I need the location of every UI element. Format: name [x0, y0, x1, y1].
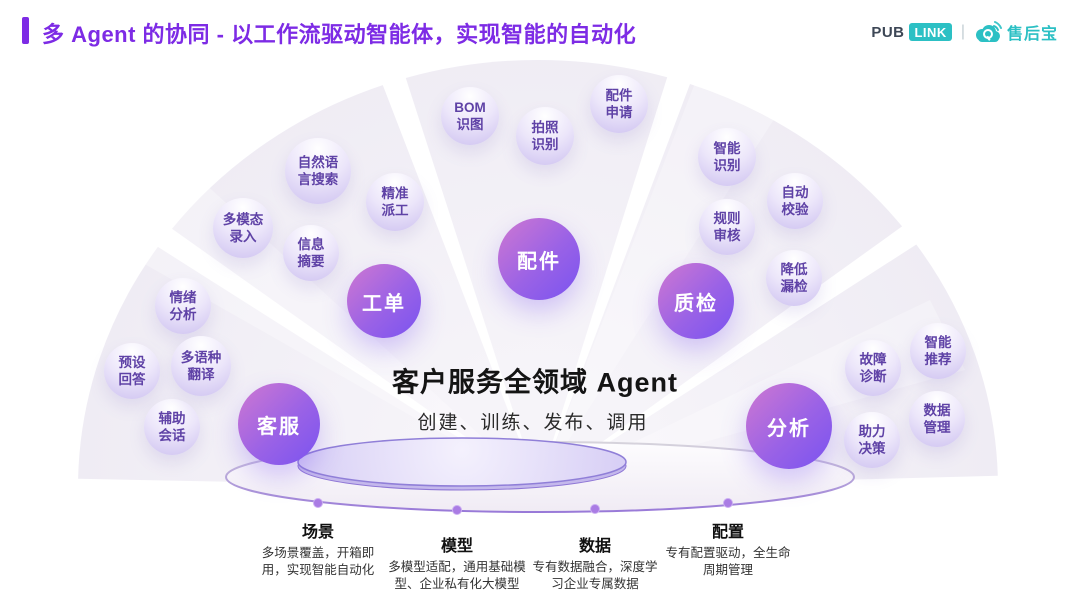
platform-disc-top [297, 437, 627, 487]
capability-bubble-assisted-chat: 辅助 会话 [144, 399, 200, 455]
logo-brand-text: 售后宝 [1006, 26, 1058, 43]
pillar-scene: 场景多场景覆盖，开箱即 用，实现智能自动化 [262, 518, 375, 579]
capability-bubble-nl-search: 自然语 言搜索 [285, 138, 351, 204]
capability-bubble-data-management: 数据 管理 [909, 391, 965, 447]
pillar-title: 配置 [711, 524, 745, 541]
timeline-dot [723, 498, 733, 508]
capability-bubble-smart-recommendation: 智能 推荐 [910, 323, 966, 379]
agent-circle-customer-service: 客服 [238, 383, 320, 465]
agent-circle-analysis: 分析 [746, 383, 832, 469]
pillar-description: 专有数据融合，深度学 习企业专属数据 [532, 560, 658, 590]
header: 多 Agent 的协同 - 以工作流驱动智能体，实现智能的自动化 PUB LIN… [0, 0, 1080, 60]
capability-bubble-photo-recognition: 拍照 识别 [516, 107, 574, 165]
capability-bubble-emotion-analysis: 情绪 分析 [155, 278, 211, 334]
capability-bubble-decision-support: 助力 决策 [844, 412, 900, 468]
agent-circle-work-order: 工单 [347, 264, 421, 338]
agent-circle-parts: 配件 [498, 218, 580, 300]
title-accent-bar [22, 17, 29, 44]
capability-bubble-reduce-missed-detection: 降低 漏检 [766, 250, 822, 306]
pillar-description: 多模型适配，通用基础模 型、企业私有化大模型 [388, 560, 526, 590]
page-title: 多 Agent 的协同 - 以工作流驱动智能体，实现智能的自动化 [42, 22, 637, 47]
capability-bubble-bom-recognition: BOM 识图 [441, 87, 499, 145]
pillar-title: 数据 [578, 538, 612, 555]
capability-bubble-fault-diagnosis: 故障 诊断 [845, 340, 901, 396]
timeline-dots [313, 498, 733, 515]
pillar-data: 数据专有数据融合，深度学 习企业专属数据 [532, 532, 657, 590]
logo-pub-text: PUB [871, 23, 905, 41]
logo-link-badge: LINK [909, 23, 952, 41]
timeline-dot [313, 498, 323, 508]
center-subline: 创建、训练、发布、调用 [417, 412, 649, 434]
pillar-model: 模型多模型适配，通用基础模 型、企业私有化大模型 [388, 532, 526, 590]
capability-bubble-info-summary: 信息 摘要 [283, 225, 339, 281]
pillar-description: 多场景覆盖，开箱即 用，实现智能自动化 [261, 546, 375, 577]
cloud-headset-icon [974, 20, 1002, 44]
capability-bubble-auto-verification: 自动 校验 [767, 173, 823, 229]
capability-bubble-smart-recognition: 智能 识别 [698, 128, 756, 186]
capability-bubble-rule-review: 规则 审核 [699, 199, 755, 255]
capability-bubble-preset-answer: 预设 回答 [104, 343, 160, 399]
brand-logo: PUB LINK | 售后宝 [871, 20, 1058, 44]
pillar-description: 专有配置驱动，全生命 周期管理 [665, 546, 791, 577]
capability-bubble-multilingual-translation: 多语种 翻译 [171, 336, 231, 396]
pillar-title: 模型 [440, 538, 474, 555]
timeline-dot [590, 504, 600, 514]
capability-bubble-multimodal-entry: 多模态 录入 [213, 198, 273, 258]
agent-circle-quality-inspection: 质检 [658, 263, 734, 339]
platform-graphic [225, 437, 855, 515]
timeline-dot [452, 505, 462, 515]
center-headline: 客户服务全领域 Agent [392, 367, 678, 398]
pillar-config: 配置专有配置驱动，全生命 周期管理 [665, 518, 790, 579]
pillar-title: 场景 [301, 524, 335, 541]
logo-divider: | [960, 23, 965, 40]
capability-bubble-parts-request: 配件 申请 [590, 75, 648, 133]
capability-bubble-precise-dispatch: 精准 派工 [366, 173, 424, 231]
